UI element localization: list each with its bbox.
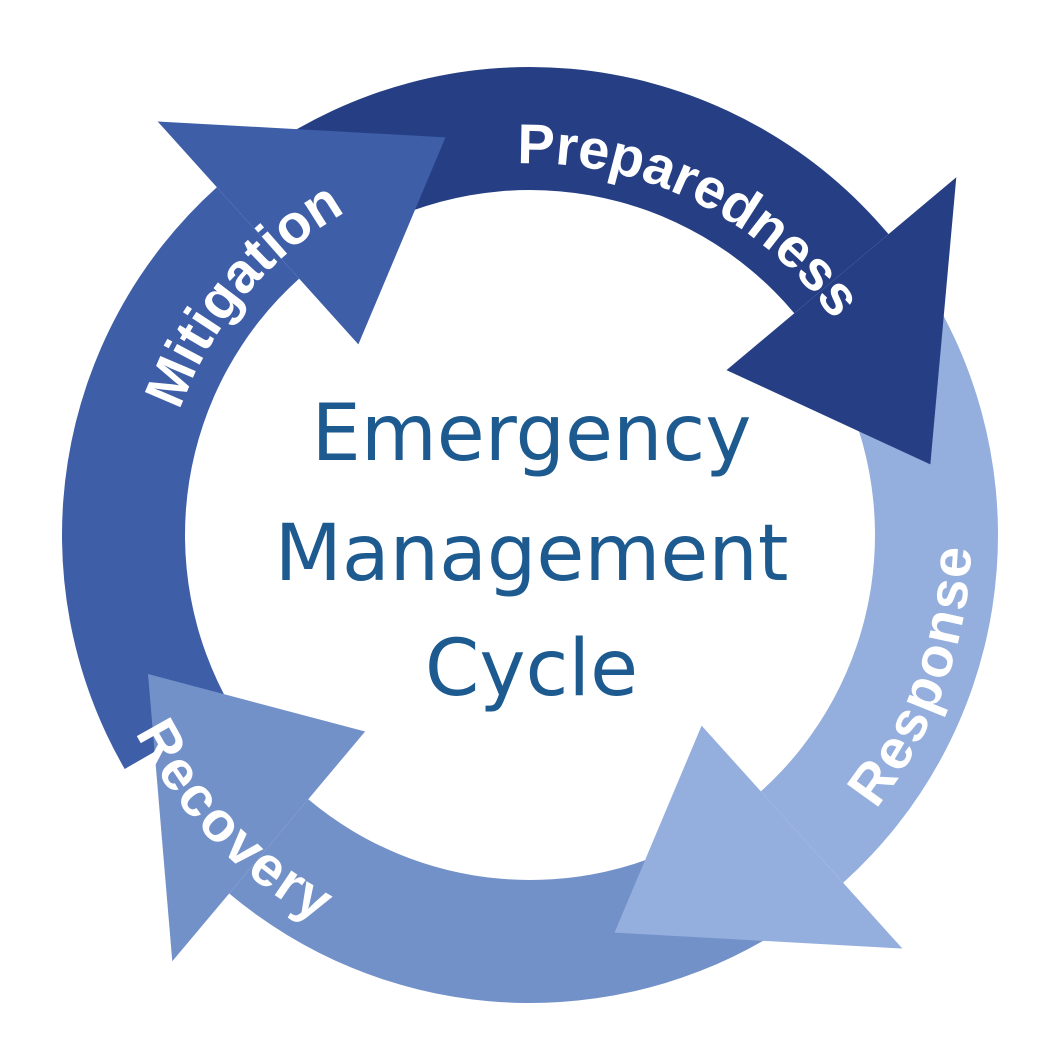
- title-line-1: Emergency: [311, 389, 752, 479]
- arrow-head-mitigation: [157, 121, 446, 345]
- arrow-body-mitigation: [61, 187, 300, 769]
- title-line-2: Management: [274, 509, 789, 599]
- arrow-head-recovery: [148, 674, 366, 962]
- arrow-head-preparedness: [726, 177, 957, 465]
- arrow-body-preparedness: [296, 67, 889, 314]
- arrow-body-recovery: [229, 799, 764, 1003]
- arrow-head-response: [614, 725, 903, 949]
- title-line-3: Cycle: [424, 624, 639, 714]
- arrow-body-response: [760, 301, 998, 883]
